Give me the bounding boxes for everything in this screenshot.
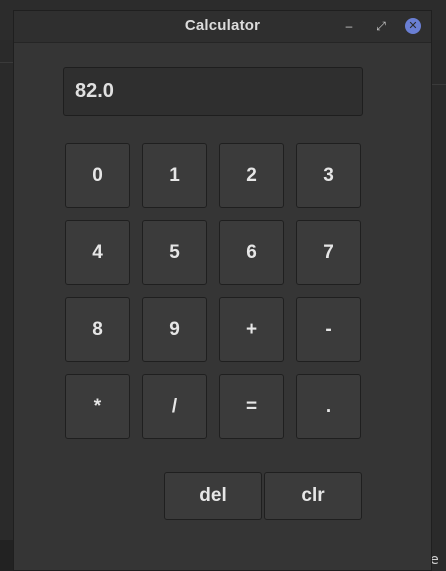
window-title: Calculator (184, 17, 261, 34)
background-panel-right (432, 40, 446, 571)
result-display: 82.0 (63, 67, 363, 116)
background-divider-right (432, 84, 446, 85)
minimize-icon[interactable]: – (345, 19, 353, 33)
key-0[interactable]: 0 (65, 143, 130, 208)
key-decimal[interactable]: . (296, 374, 361, 439)
key-2[interactable]: 2 (219, 143, 284, 208)
key-divide[interactable]: / (142, 374, 207, 439)
key-5[interactable]: 5 (142, 220, 207, 285)
calculator-window: Calculator – ⤢ ✕ 82.0 0 1 2 3 4 5 6 7 8 … (13, 10, 432, 571)
key-minus[interactable]: - (296, 297, 361, 362)
close-icon[interactable]: ✕ (405, 18, 421, 34)
key-8[interactable]: 8 (65, 297, 130, 362)
background-divider-left (0, 62, 13, 63)
key-equals[interactable]: = (219, 374, 284, 439)
key-3[interactable]: 3 (296, 143, 361, 208)
maximize-icon[interactable]: ⤢ (376, 19, 386, 33)
title-bar[interactable]: Calculator – ⤢ ✕ (14, 11, 431, 43)
delete-button[interactable]: del (164, 472, 262, 520)
key-plus[interactable]: + (219, 297, 284, 362)
background-bottom-bar (0, 540, 13, 571)
key-multiply[interactable]: * (65, 374, 130, 439)
key-9[interactable]: 9 (142, 297, 207, 362)
background-panel-left (0, 40, 13, 571)
key-4[interactable]: 4 (65, 220, 130, 285)
clear-button[interactable]: clr (264, 472, 362, 520)
key-7[interactable]: 7 (296, 220, 361, 285)
key-6[interactable]: 6 (219, 220, 284, 285)
key-1[interactable]: 1 (142, 143, 207, 208)
